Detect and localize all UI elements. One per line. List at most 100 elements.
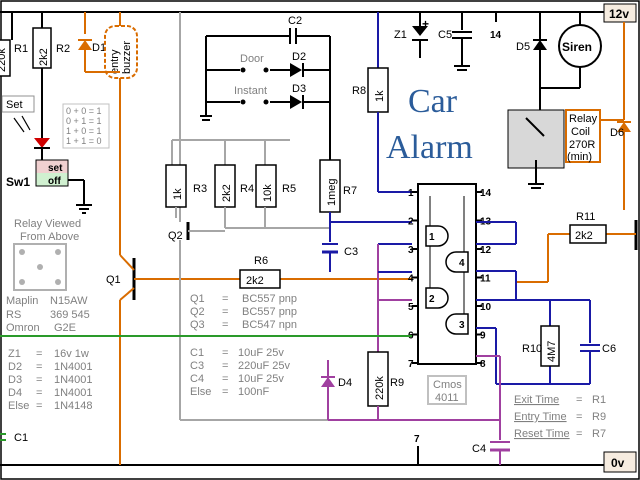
r8-label: R8 [352, 85, 366, 97]
supplier-1-code: N15AW [50, 295, 88, 307]
supplier-2-name: RS [6, 309, 21, 321]
r9-label: R9 [390, 377, 404, 389]
svg-text:1N4001: 1N4001 [54, 361, 93, 373]
svg-text:1N4001: 1N4001 [54, 374, 93, 386]
r2-value: 2k2 [38, 48, 50, 66]
d3-label: D3 [292, 83, 306, 95]
d4-label: D4 [338, 377, 352, 389]
r3-value: 1k [172, 188, 184, 200]
svg-text:=: = [576, 428, 582, 440]
r6-body [239, 269, 281, 289]
relay-view-line2: From Above [20, 231, 79, 243]
set-tag [1, 95, 35, 113]
pin14-label: 14 [490, 30, 502, 41]
svg-text:Q3: Q3 [190, 319, 205, 331]
c1-label: C1 [14, 432, 28, 444]
svg-text:=: = [222, 373, 228, 385]
svg-text:Exit Time: Exit Time [514, 394, 559, 406]
d1-label: D1 [92, 42, 106, 54]
sw1-set-label: set [48, 163, 63, 174]
svg-text:10uF 25v: 10uF 25v [238, 373, 284, 385]
sw1-label: Sw1 [6, 175, 30, 189]
gate-4 [445, 251, 469, 273]
svg-text:=: = [36, 348, 42, 360]
svg-text:C1: C1 [190, 347, 204, 359]
gate-4-label: 4 [459, 258, 465, 269]
supplier-3-code: G2E [54, 322, 76, 334]
svg-text:D3: D3 [8, 374, 22, 386]
svg-text:=: = [36, 374, 42, 386]
svg-text:Q1: Q1 [190, 293, 205, 305]
relay-line4: (min) [567, 151, 592, 163]
rail-top-tag [603, 3, 637, 23]
ic-pin-number: 11 [480, 274, 491, 285]
svg-text:+: + [422, 17, 429, 31]
ic-line1: Cmos [433, 379, 462, 391]
ic-pin-number: 7 [408, 359, 414, 370]
c6-label: C6 [602, 343, 616, 355]
capacitor-list: C1 = 10uF 25v C3 = 220uF 25v C4 = 10uF 2… [190, 347, 290, 398]
r6-label: R6 [254, 255, 268, 267]
truth-row-1: 0 + 0 = 1 [66, 106, 102, 116]
ic-pin-number: 3 [408, 245, 414, 256]
gate-1 [425, 225, 449, 247]
svg-text:BC557 pnp: BC557 pnp [242, 293, 297, 305]
svg-text:Q2: Q2 [190, 306, 205, 318]
c4-label: C4 [472, 443, 486, 455]
gate-2 [425, 287, 449, 309]
svg-text:1N4001: 1N4001 [54, 387, 93, 399]
truth-row-3: 1 + 0 = 1 [66, 126, 102, 136]
r7-value: 1meg [326, 178, 338, 206]
truth-row-2: 0 + 1 = 1 [66, 116, 102, 126]
rail-top-label: 12v [609, 7, 629, 21]
c3-label: C3 [344, 246, 358, 258]
svg-text:=: = [222, 360, 228, 372]
r2-label: R2 [56, 43, 70, 55]
r4-value: 2k2 [221, 184, 233, 202]
r5-label: R5 [282, 183, 296, 195]
svg-text:Else: Else [190, 386, 211, 398]
svg-text:Else: Else [8, 400, 29, 412]
buzzer-line1: entry [109, 49, 121, 74]
truth-table-box [62, 103, 110, 149]
r3-label: R3 [193, 183, 207, 195]
timing-list: Exit Time = R1 Entry Time = R9 Reset Tim… [514, 394, 606, 440]
svg-text:=: = [222, 319, 228, 331]
ic-pin-number: 5 [408, 302, 414, 313]
ic-pin-number: 14 [480, 188, 492, 199]
svg-text:C3: C3 [190, 360, 204, 372]
truth-row-4: 1 + 1 = 0 [66, 136, 102, 146]
r11-body [569, 224, 607, 244]
svg-text:D2: D2 [8, 361, 22, 373]
svg-text:=: = [576, 394, 582, 406]
title-line2: Alarm [386, 129, 473, 166]
gate-3 [445, 313, 469, 335]
ic-tag [427, 375, 467, 405]
svg-text:=: = [222, 306, 228, 318]
sw1-off-label: off [48, 176, 61, 187]
r8-body [367, 67, 389, 113]
svg-text:10uF 25v: 10uF 25v [238, 347, 284, 359]
svg-text:=: = [36, 361, 42, 373]
title-line1: Car [408, 83, 458, 120]
rail-bottom-label: 0v [611, 456, 625, 470]
r10-value: 4M7 [546, 341, 558, 362]
svg-text:Reset Time: Reset Time [514, 428, 570, 440]
c2-label: C2 [288, 15, 302, 27]
ic-pin-number: 12 [480, 245, 492, 256]
ic-pin-number: 4 [408, 274, 414, 285]
r11-value: 2k2 [575, 230, 593, 242]
r1-body [0, 39, 11, 77]
r7-label: R7 [343, 185, 357, 197]
relay-view-line1: Relay Viewed [14, 218, 81, 230]
set-led [34, 138, 50, 148]
r4-label: R4 [240, 183, 254, 195]
d5-label: D5 [516, 41, 530, 53]
svg-text:R7: R7 [592, 428, 606, 440]
buzzer-line2: buzzer [121, 41, 133, 74]
svg-text:C4: C4 [190, 373, 204, 385]
r10-body [540, 325, 560, 367]
svg-text:16v 1w: 16v 1w [54, 348, 89, 360]
